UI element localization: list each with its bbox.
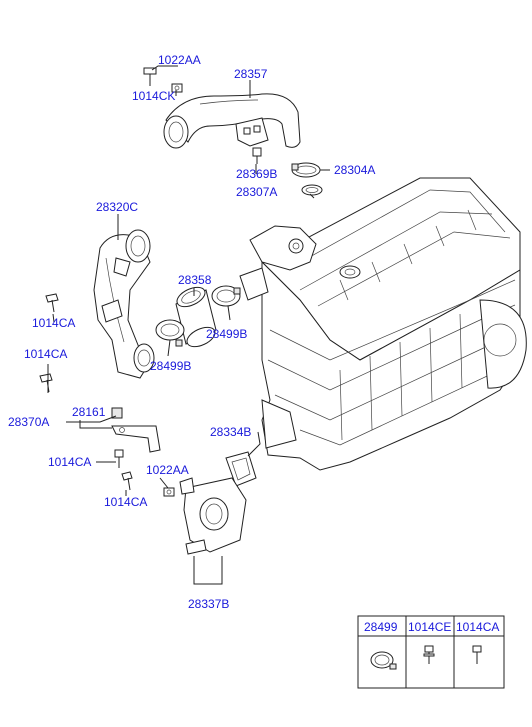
bolt-1014ca-2 <box>39 373 53 393</box>
bolt-icon <box>472 645 482 664</box>
water-hose-28357 <box>163 93 301 149</box>
leader-lines <box>47 65 330 585</box>
label-1014ca-1: 1014CA <box>32 316 75 330</box>
label-1014ca-3: 1014CA <box>48 455 91 469</box>
label-28304a: 28304A <box>334 163 375 177</box>
bolt-28369b <box>252 147 262 164</box>
gasket-28334b <box>225 451 257 487</box>
label-28499b-right: 28499B <box>206 327 247 341</box>
legend-table: 28499 1014CE 1014CA <box>357 615 505 689</box>
label-28358: 28358 <box>178 273 212 287</box>
legend-header-1014ca: 1014CA <box>456 620 499 634</box>
water-pipe-28320c <box>93 229 155 379</box>
label-1014ca-4: 1014CA <box>104 495 147 509</box>
bolt-icon <box>423 645 435 664</box>
legend-header-1014ce: 1014CE <box>408 620 451 634</box>
clamp-28304a <box>291 162 321 178</box>
label-28334b: 28334B <box>210 425 251 439</box>
label-28369b: 28369B <box>236 167 277 181</box>
bolt-1014ca-4 <box>121 471 133 491</box>
label-28499b-left: 28499B <box>150 359 191 373</box>
clamp-28499b-right <box>211 285 241 307</box>
label-1022aa-bottom: 1022AA <box>146 463 189 477</box>
label-28357: 28357 <box>234 67 268 81</box>
clamp-28499b-left <box>155 319 185 347</box>
label-28337b: 28337B <box>188 597 229 611</box>
engine-block <box>239 177 527 471</box>
clamp-icon <box>370 651 397 670</box>
label-28161: 28161 <box>72 405 106 419</box>
hose-28358 <box>175 286 217 348</box>
label-1014ca-2: 1014CA <box>24 347 67 361</box>
nut-1022aa-bottom <box>163 487 175 497</box>
label-28307a: 28307A <box>236 185 277 199</box>
label-1022aa-top: 1022AA <box>158 53 201 67</box>
oring-28307a <box>301 184 323 196</box>
legend-header-28499: 28499 <box>364 620 398 634</box>
label-1014ck: 1014CK <box>132 89 175 103</box>
label-28370a: 28370A <box>8 415 49 429</box>
part-labels: 1022AA 1014CK 28357 28369B 28304A 28307A… <box>8 53 375 611</box>
bracket-28161 <box>111 407 161 453</box>
water-outlet-28337b <box>179 477 247 555</box>
label-28320c: 28320C <box>96 200 138 214</box>
bolt-1014ca-3 <box>114 449 124 468</box>
bolt-1014ca-1 <box>45 293 59 313</box>
